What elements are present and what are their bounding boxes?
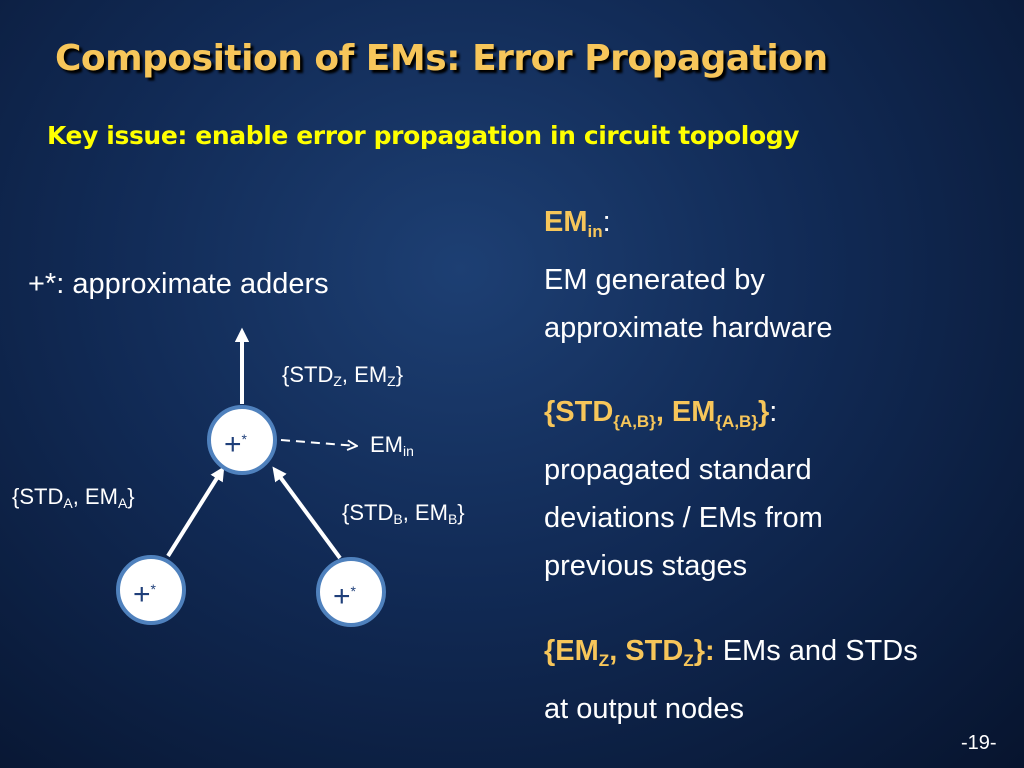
std-em-b-label: {STDB, EMB} [342,500,465,527]
slide-subtitle: Key issue: enable error propagation in c… [47,121,800,150]
std-em-line-3: previous stages [544,550,748,582]
left-adder-symbol: +* [133,578,156,611]
edge-a [166,466,225,558]
right-adder-node [316,557,386,627]
std-em-a-label: {STDA, EMA} [12,484,135,511]
std-em-line-1: propagated standard [544,454,812,486]
std-em-heading: {STD{A,B}, EM{A,B}}: [544,396,778,431]
em-std-z-heading: {EMZ, STDZ}: EMs and STDs [544,635,918,670]
em-std-z-explanation: {EMZ, STDZ}: EMs and STDs at output node… [544,627,1004,733]
top-adder-node [207,405,277,475]
top-adder-symbol: +* [224,428,247,461]
em-in-line-2: approximate hardware [544,312,833,344]
em-in-label: EMin [370,432,414,459]
em-in-explanation: EMin: EM generated by approximate hardwa… [544,198,1004,352]
adder-legend: +*: approximate adders [28,268,329,300]
std-em-explanation: {STD{A,B}, EM{A,B}}: propagated standard… [544,388,1004,590]
em-in-dashed-edge [280,439,357,446]
right-adder-symbol: +* [333,580,356,613]
edge-b [272,466,342,560]
em-in-heading: EMin: [544,206,611,241]
slide-title: Composition of EMs: Error Propagation [55,38,828,79]
em-in-line-1: EM generated by [544,264,765,296]
em-std-z-line-2: at output nodes [544,693,744,725]
std-em-line-2: deviations / EMs from [544,502,823,534]
page-number: -19- [961,732,997,754]
left-adder-node [116,555,186,625]
std-em-z-label: {STDZ, EMZ} [282,362,404,389]
